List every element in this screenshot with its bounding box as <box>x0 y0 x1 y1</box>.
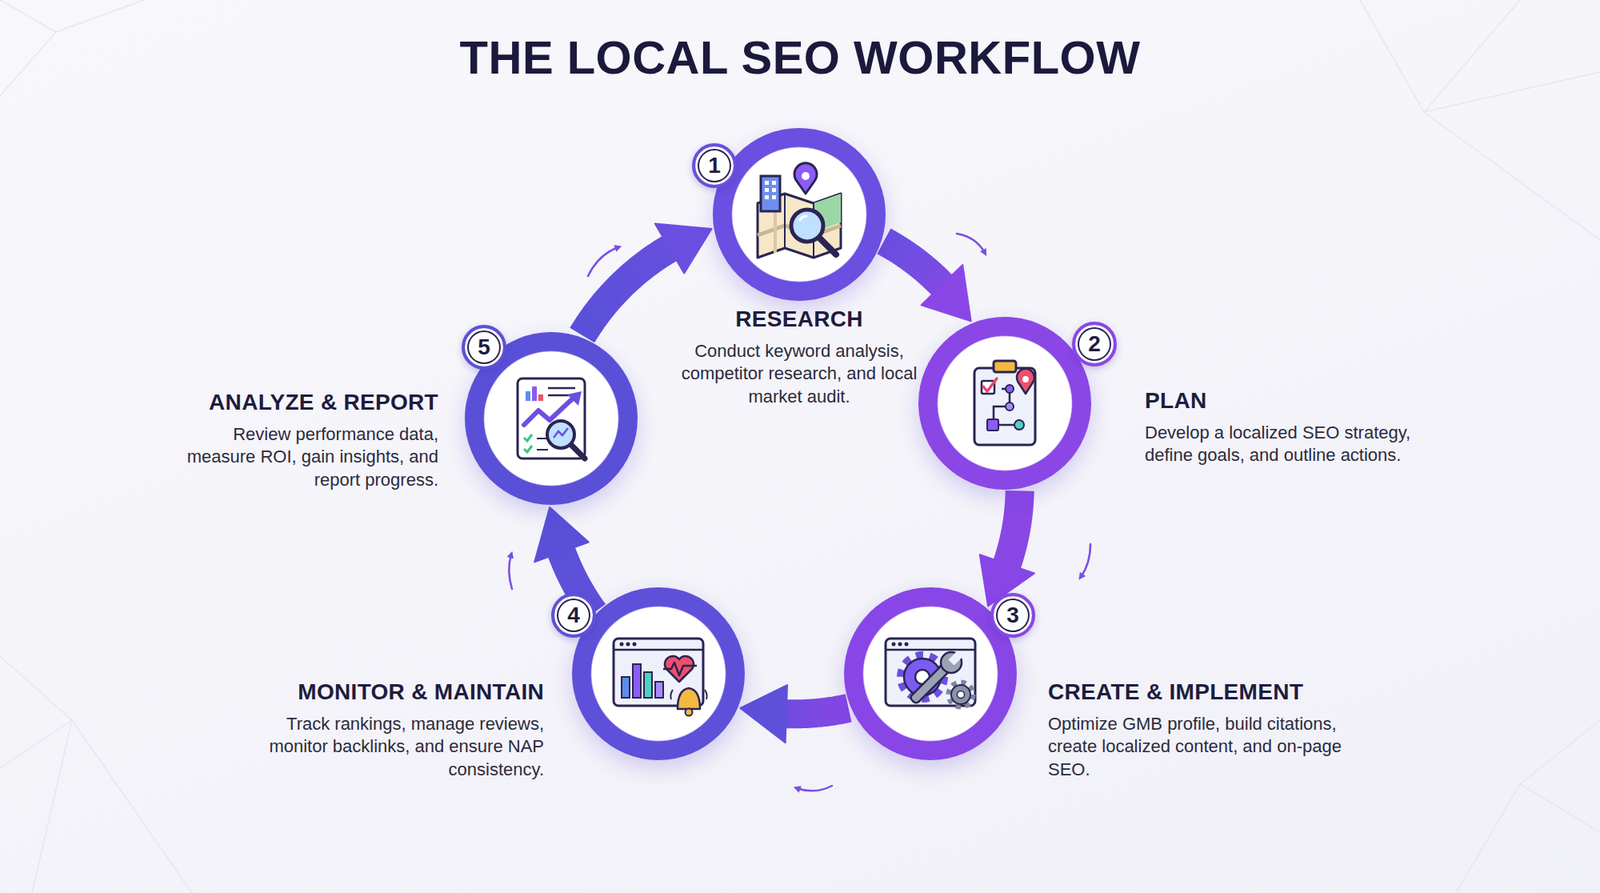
cycle-arrow <box>884 240 972 321</box>
cycle-arrow <box>582 223 712 336</box>
gear-wrench-icon <box>885 638 976 708</box>
step-description: Conduct keyword analysis, competitor res… <box>663 340 936 409</box>
step-text: ANALYZE & REPORT Review performance data,… <box>182 388 439 492</box>
step-heading: PLAN <box>1144 387 1449 415</box>
step-text: MONITOR & MAINTAIN Track rankings, manage… <box>268 678 544 781</box>
callout-number: 5 <box>461 324 507 370</box>
step-text: PLAN Develop a localized SEO strategy, de… <box>1144 387 1449 468</box>
arrow-head <box>921 264 972 321</box>
callout-number: 1 <box>692 143 737 188</box>
step-heading: RESEARCH <box>663 305 936 333</box>
small-arrows <box>508 233 1091 791</box>
arrow-shaft <box>1006 490 1020 566</box>
step-description: Develop a localized SEO strategy, define… <box>1144 421 1449 468</box>
step-heading: ANALYZE & REPORT <box>182 388 439 416</box>
step-description: Review performance data, measure ROI, ga… <box>182 423 439 492</box>
arrow-shaft <box>582 247 672 336</box>
arrow-head <box>534 507 589 562</box>
step-text: CREATE & IMPLEMENT Optimize GMB profile, … <box>1048 678 1359 781</box>
callout-number: 4 <box>551 592 596 638</box>
cycle-arrow <box>740 684 848 743</box>
step-heading: MONITOR & MAINTAIN <box>268 678 544 706</box>
step-description: Track rankings, manage reviews, monitor … <box>268 712 544 782</box>
arrow-shaft <box>884 240 944 287</box>
arrow-head <box>740 684 788 743</box>
callout-number: 2 <box>1072 321 1117 367</box>
clipboard-icon <box>974 360 1036 445</box>
map-icon <box>757 163 841 258</box>
callout-number: 3 <box>990 592 1036 638</box>
diagram-title: THE LOCAL SEO WORKFLOW <box>0 30 1600 84</box>
arrow-shaft <box>784 708 849 714</box>
arrow-head <box>655 223 712 273</box>
step-description: Optimize GMB profile, build citations, c… <box>1048 712 1359 782</box>
monitor-icon <box>613 638 708 716</box>
step-text: RESEARCH Conduct keyword analysis, compet… <box>663 305 936 408</box>
step-heading: CREATE & IMPLEMENT <box>1048 678 1359 706</box>
report-icon <box>517 378 585 459</box>
cycle-arrow <box>980 490 1035 606</box>
